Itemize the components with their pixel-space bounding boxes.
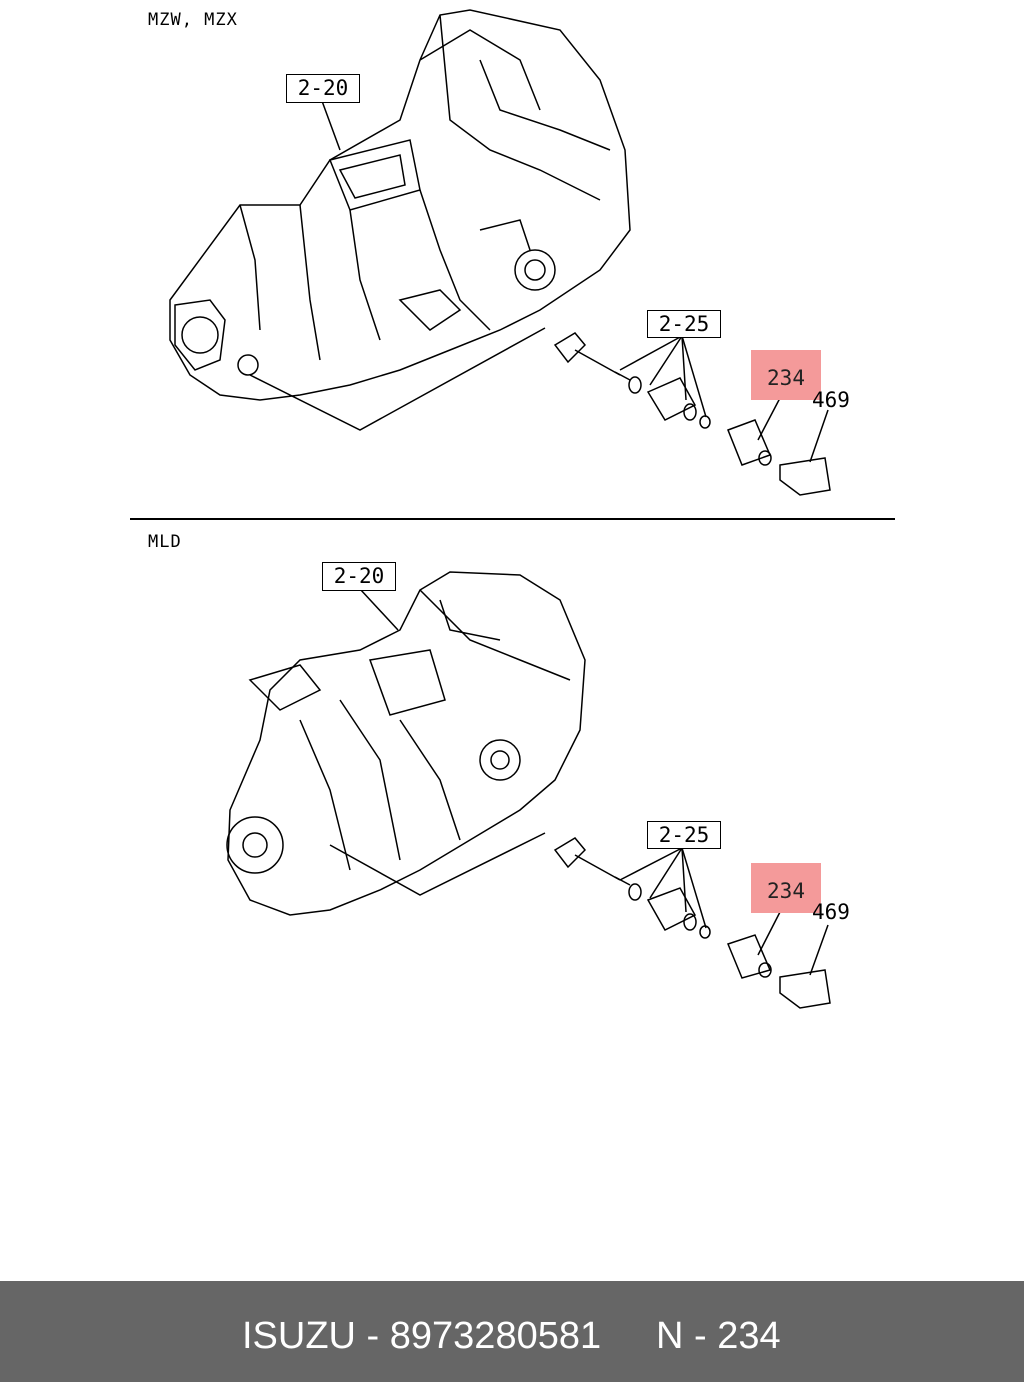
speedometer-parts-bottom (553, 837, 831, 1009)
footer-brand-part-number: ISUZU - 8973280581 (242, 1315, 602, 1357)
transmission-drawing-bottom (226, 571, 586, 916)
transmission-drawing-top (169, 9, 631, 431)
callout-part-469-bottom: 469 (812, 900, 850, 924)
footer-bar: ISUZU - 8973280581 N - 234 (0, 1281, 1024, 1382)
speedometer-parts-top (553, 332, 831, 496)
section-label-mzw-mzx: MZW, MZX (148, 10, 238, 30)
section-divider (130, 518, 895, 520)
footer-reference: N - 234 (656, 1315, 781, 1357)
callout-drive-2-25-top: 2-25 (647, 310, 721, 338)
callout-assembly-2-20-top: 2-20 (286, 74, 360, 103)
callout-drive-2-25-bottom: 2-25 (647, 821, 721, 849)
highlight-part-234-top: 234 (751, 350, 821, 400)
callout-part-469-top: 469 (812, 388, 850, 412)
section-label-mld: MLD (148, 532, 182, 552)
highlight-part-234-bottom: 234 (751, 863, 821, 913)
callout-assembly-2-20-bottom: 2-20 (322, 562, 396, 591)
